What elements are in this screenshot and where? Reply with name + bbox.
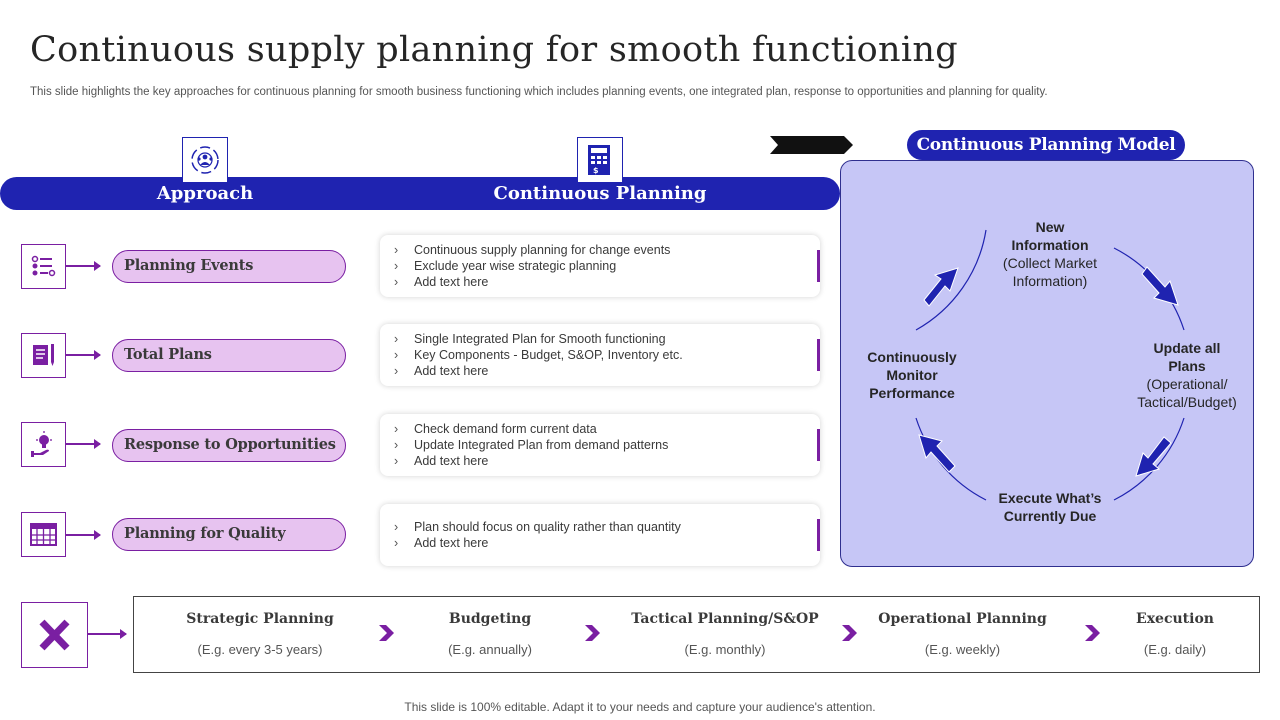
approach-pill-planning-for-quality: Planning for Quality <box>112 518 346 551</box>
cycle-node-title: Execute What’s Currently Due <box>998 490 1102 524</box>
page-title: Continuous supply planning for smooth fu… <box>30 30 958 70</box>
detail-card-planning-for-quality: Plan should focus on quality rather than… <box>380 504 820 566</box>
cycle-node-subtitle: (Collect Market Information) <box>1002 255 1098 289</box>
footer-note: This slide is 100% editable. Adapt it to… <box>404 700 876 714</box>
list-item: Add text here <box>394 453 668 469</box>
cycle-node-title: Continuously Monitor Performance <box>867 349 957 401</box>
cycle-arrow-down-right <box>1141 266 1179 306</box>
stage-title-strategic: Strategic Planning <box>186 611 334 627</box>
approach-pill-response-to-opportunities: Response to Opportunities <box>112 429 346 462</box>
card-accent-bar <box>817 339 820 371</box>
detail-card-planning-events: Continuous supply planning for change ev… <box>380 235 820 297</box>
row-connector-arrow <box>66 439 101 449</box>
cycle-node-title: Update all Plans <box>1153 340 1221 374</box>
document-pen-icon <box>21 333 66 378</box>
cycle-arrow-up-right <box>923 267 959 307</box>
chevron-right-icon <box>842 625 857 641</box>
cycle-node-monitor: Continuously Monitor Performance <box>857 348 967 402</box>
cycle-arrow-down-left <box>1135 436 1172 477</box>
row-connector-arrow <box>88 629 127 639</box>
planning-horizon-box <box>133 596 1260 673</box>
approach-pill-planning-events: Planning Events <box>112 250 346 283</box>
chevron-right-icon <box>1085 625 1100 641</box>
checklist-icon <box>21 244 66 289</box>
stage-sub-budgeting: (E.g. annually) <box>448 642 532 657</box>
chevron-right-icon <box>585 625 600 641</box>
list-item: Add text here <box>394 363 683 379</box>
calculator-document-icon: $ <box>577 137 623 183</box>
cycle-node-update-plans: Update all Plans (Operational/ Tactical/… <box>1132 339 1242 411</box>
card-accent-bar <box>817 519 820 551</box>
detail-card-total-plans: Single Integrated Plan for Smooth functi… <box>380 324 820 386</box>
row-connector-arrow <box>66 530 101 540</box>
stage-sub-strategic: (E.g. every 3-5 years) <box>197 642 323 657</box>
row-connector-arrow <box>66 350 101 360</box>
continuous-planning-header: Continuous Planning <box>493 183 707 204</box>
stage-title-operational: Operational Planning <box>878 611 1047 627</box>
lightbulb-hand-icon <box>21 422 66 467</box>
row-connector-arrow <box>66 261 101 271</box>
list-item: Key Components - Budget, S&OP, Inventory… <box>394 347 683 363</box>
stage-title-execution: Execution <box>1136 611 1214 627</box>
people-cycle-icon <box>182 137 228 183</box>
list-item: Continuous supply planning for change ev… <box>394 242 670 258</box>
cycle-diagram <box>915 229 1185 501</box>
page-subtitle: This slide highlights the key approaches… <box>30 86 1048 98</box>
header-bar <box>0 177 840 210</box>
cycle-node-new-information: New Information (Collect Market Informat… <box>975 218 1125 290</box>
cycle-arrow-up-left <box>918 434 956 473</box>
card-accent-bar <box>817 429 820 461</box>
close-icon <box>21 602 88 668</box>
list-item: Plan should focus on quality rather than… <box>394 519 681 535</box>
stage-title-tactical: Tactical Planning/S&OP <box>631 611 819 627</box>
list-item: Single Integrated Plan for Smooth functi… <box>394 331 683 347</box>
cycle-node-subtitle: (Operational/ Tactical/Budget) <box>1137 376 1237 410</box>
cycle-node-title: New Information <box>1011 219 1089 253</box>
list-item: Update Integrated Plan from demand patte… <box>394 437 668 453</box>
list-item: Exclude year wise strategic planning <box>394 258 670 274</box>
list-item: Check demand form current data <box>394 421 668 437</box>
stage-sub-tactical: (E.g. monthly) <box>684 642 766 657</box>
stage-title-budgeting: Budgeting <box>448 611 532 627</box>
approach-header: Approach <box>156 183 254 204</box>
pointer-arrow-shape <box>770 136 853 154</box>
model-title: Continuous Planning Model <box>907 130 1185 160</box>
stage-sub-operational: (E.g. weekly) <box>924 642 1001 657</box>
continuous-planning-model-panel <box>840 160 1254 567</box>
approach-pill-total-plans: Total Plans <box>112 339 346 372</box>
calendar-icon <box>21 512 66 557</box>
list-item: Add text here <box>394 535 681 551</box>
svg-text:$: $ <box>593 166 599 175</box>
stage-sub-execution: (E.g. daily) <box>1143 642 1207 657</box>
chevron-right-icon <box>379 625 394 641</box>
card-accent-bar <box>817 250 820 282</box>
detail-card-response-to-opportunities: Check demand form current data Update In… <box>380 414 820 476</box>
cycle-node-execute: Execute What’s Currently Due <box>985 489 1115 525</box>
list-item: Add text here <box>394 274 670 290</box>
